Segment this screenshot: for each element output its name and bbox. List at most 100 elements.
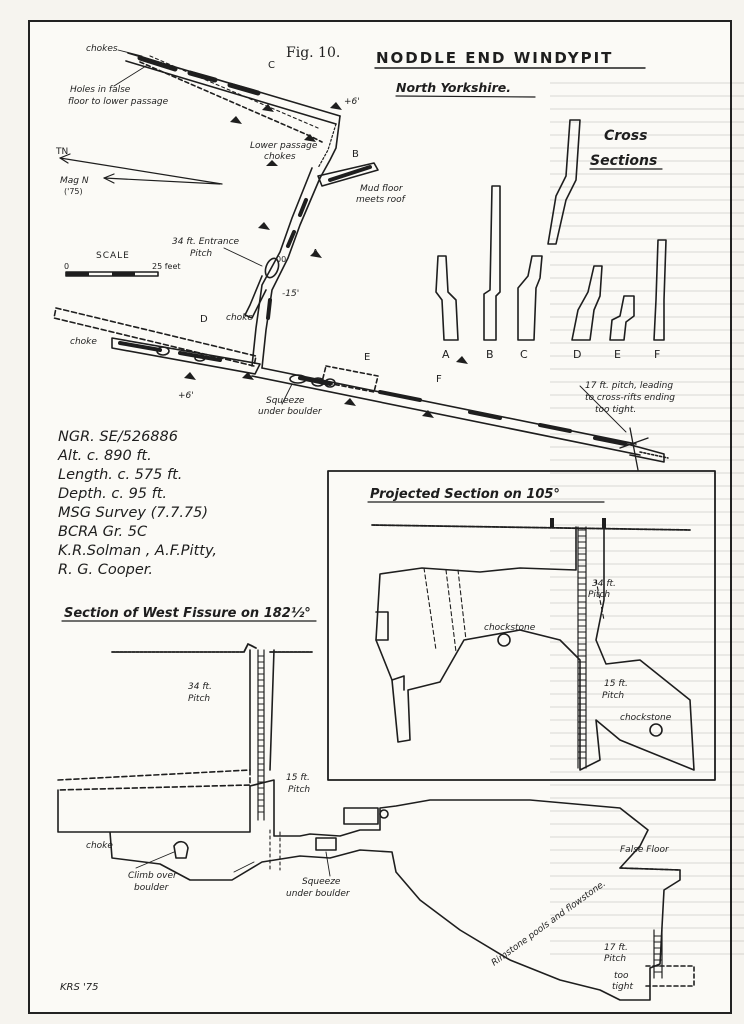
cross-section-label-b: B <box>486 348 494 361</box>
plan-entrance-label-1: 34 ft. Entrance <box>172 237 240 247</box>
projected-chockstone-1 <box>497 633 511 647</box>
plan-passage-c-floor <box>137 55 261 96</box>
plan-passage-c-wall-2 <box>125 60 337 125</box>
drafter-signature: KRS '75 <box>60 982 99 993</box>
info-bcra-grade: BCRA Gr. 5C <box>58 524 148 540</box>
west-squeeze-label-2: under boulder <box>286 889 351 899</box>
plan-branch-b-floor <box>328 165 372 182</box>
cross-section-c <box>517 255 543 341</box>
west-ladder-rails <box>257 649 265 821</box>
scale-start: 0 <box>64 262 69 271</box>
cross-sections-title-2: Sections <box>590 153 657 169</box>
subtitle-underline <box>395 95 536 98</box>
west-shaft-walls <box>249 649 275 771</box>
plan-upper-passage-dashed <box>53 307 257 367</box>
projected-section: Projected Section on 105° 34 ft. <box>327 470 716 781</box>
plan-branch-b <box>317 162 379 187</box>
plan-letter-e: E <box>364 352 370 363</box>
west-squeeze-label-1: Squeeze <box>302 877 341 887</box>
plan-17ft-label-1: 17 ft. pitch, leading <box>585 381 673 391</box>
cross-section-label-c: C <box>520 348 528 361</box>
west-dashed-upper <box>57 769 251 791</box>
magnetic-north-year: ('75) <box>64 187 83 196</box>
west-17ft-ladder-rungs <box>653 935 663 973</box>
info-authors-2: R. G. Cooper. <box>58 562 153 578</box>
west-rimstone-label: Rimstone pools and flowstone. <box>490 879 608 968</box>
plan-squeeze-label-2: under boulder <box>258 407 323 417</box>
projected-pitch15: 15 ft. <box>604 679 628 689</box>
plan-west-boulder <box>156 346 170 356</box>
figure-number: Fig. 10. <box>286 45 340 61</box>
info-survey: MSG Survey (7.7.75) <box>58 505 209 521</box>
plan-west-passage-floor <box>118 341 222 362</box>
magnetic-north-arrowhead <box>103 173 115 184</box>
true-north-arrowhead <box>59 153 71 164</box>
plan-junction-east-wall <box>319 115 341 179</box>
plan-choke-left-label: choke <box>70 337 97 347</box>
plan-height-plus6-top: +6' <box>344 97 360 107</box>
projected-pitch34: 34 ft. <box>592 579 616 589</box>
magnetic-north-label: Mag N <box>60 176 89 186</box>
projected-section-frame <box>327 470 716 781</box>
plan-view: 00 <box>53 44 675 471</box>
projected-cave-outline <box>375 526 695 771</box>
west-upper-feature <box>379 809 389 819</box>
plan-entrance-pitch <box>264 257 280 279</box>
west-choke-label: choke <box>86 841 113 851</box>
west-too-tight-box <box>645 965 695 987</box>
scale-end: 25 feet <box>152 262 181 271</box>
cross-section-label-a: A <box>442 348 450 361</box>
projected-dashed-lines <box>423 567 605 653</box>
scale-label: SCALE <box>96 251 130 261</box>
plan-entrance-label-2: Pitch <box>190 249 212 259</box>
plan-letter-b: B <box>352 149 359 160</box>
west-pitch34-b: Pitch <box>188 694 210 704</box>
west-dashed-shaft <box>269 829 281 871</box>
plan-choke-label: choke <box>226 313 253 323</box>
plan-leader-lines <box>113 49 627 433</box>
projected-ladder-rungs <box>577 529 587 759</box>
cross-sections-title-1: Cross <box>604 128 647 144</box>
west-false-floor-label: False Floor <box>620 845 670 855</box>
projected-surface-marker-2 <box>602 518 606 528</box>
plan-entrance-spur <box>244 275 267 319</box>
west-climb-boulder <box>173 840 189 859</box>
plan-lower-passage-south <box>251 375 641 456</box>
west-section-title: Section of West Fissure on 182½° <box>64 606 311 621</box>
scale-bar-seg-2 <box>112 272 135 276</box>
plan-entrance-marks: 00 <box>276 255 286 264</box>
west-17ft: 17 ft. <box>604 943 628 953</box>
bleed-through-text <box>550 82 744 962</box>
plan-17ft-pitch-cross <box>619 427 649 471</box>
plan-lower-passage-north <box>261 367 637 445</box>
cross-section-e <box>609 295 635 341</box>
projected-chockstone-label-2: chockstone <box>620 713 672 723</box>
west-squeeze-boulder <box>315 837 337 851</box>
plan-main-passage-floor <box>266 198 308 320</box>
plan-lower-chokes-1: Lower passage <box>250 141 318 151</box>
west-17ft-b: Pitch <box>604 954 626 964</box>
projected-section-title: Projected Section on 105° <box>370 487 560 502</box>
plan-chokes-label: chokes <box>86 44 118 54</box>
west-too-tight-1: too <box>614 971 629 981</box>
projected-pitch15-b: Pitch <box>602 691 624 701</box>
cross-section-b <box>483 185 501 341</box>
scale-bar-seg-1 <box>66 272 89 276</box>
plan-letter-f: F <box>436 374 442 385</box>
cross-section-label-e: E <box>614 348 621 361</box>
west-too-tight-2: tight <box>612 982 633 992</box>
plan-lower-passage-floor <box>298 376 627 446</box>
plan-lower-passage-dashed-2 <box>149 55 319 129</box>
west-climb-label-1: Climb over <box>128 871 178 881</box>
projected-ledge <box>375 611 389 641</box>
projected-ledge-2 <box>391 675 405 691</box>
page-title: NODDLE END WINDYPIT <box>376 49 613 67</box>
west-false-floor-line <box>619 867 681 871</box>
info-altitude: Alt. c. 890 ft. <box>58 448 152 464</box>
survey-info-block: NGR. SE/526886 Alt. c. 890 ft. Length. c… <box>58 428 288 580</box>
cross-section-a <box>435 255 459 341</box>
cross-section-label-f: F <box>654 348 660 361</box>
plan-17ft-label-3: too tight. <box>595 405 636 415</box>
